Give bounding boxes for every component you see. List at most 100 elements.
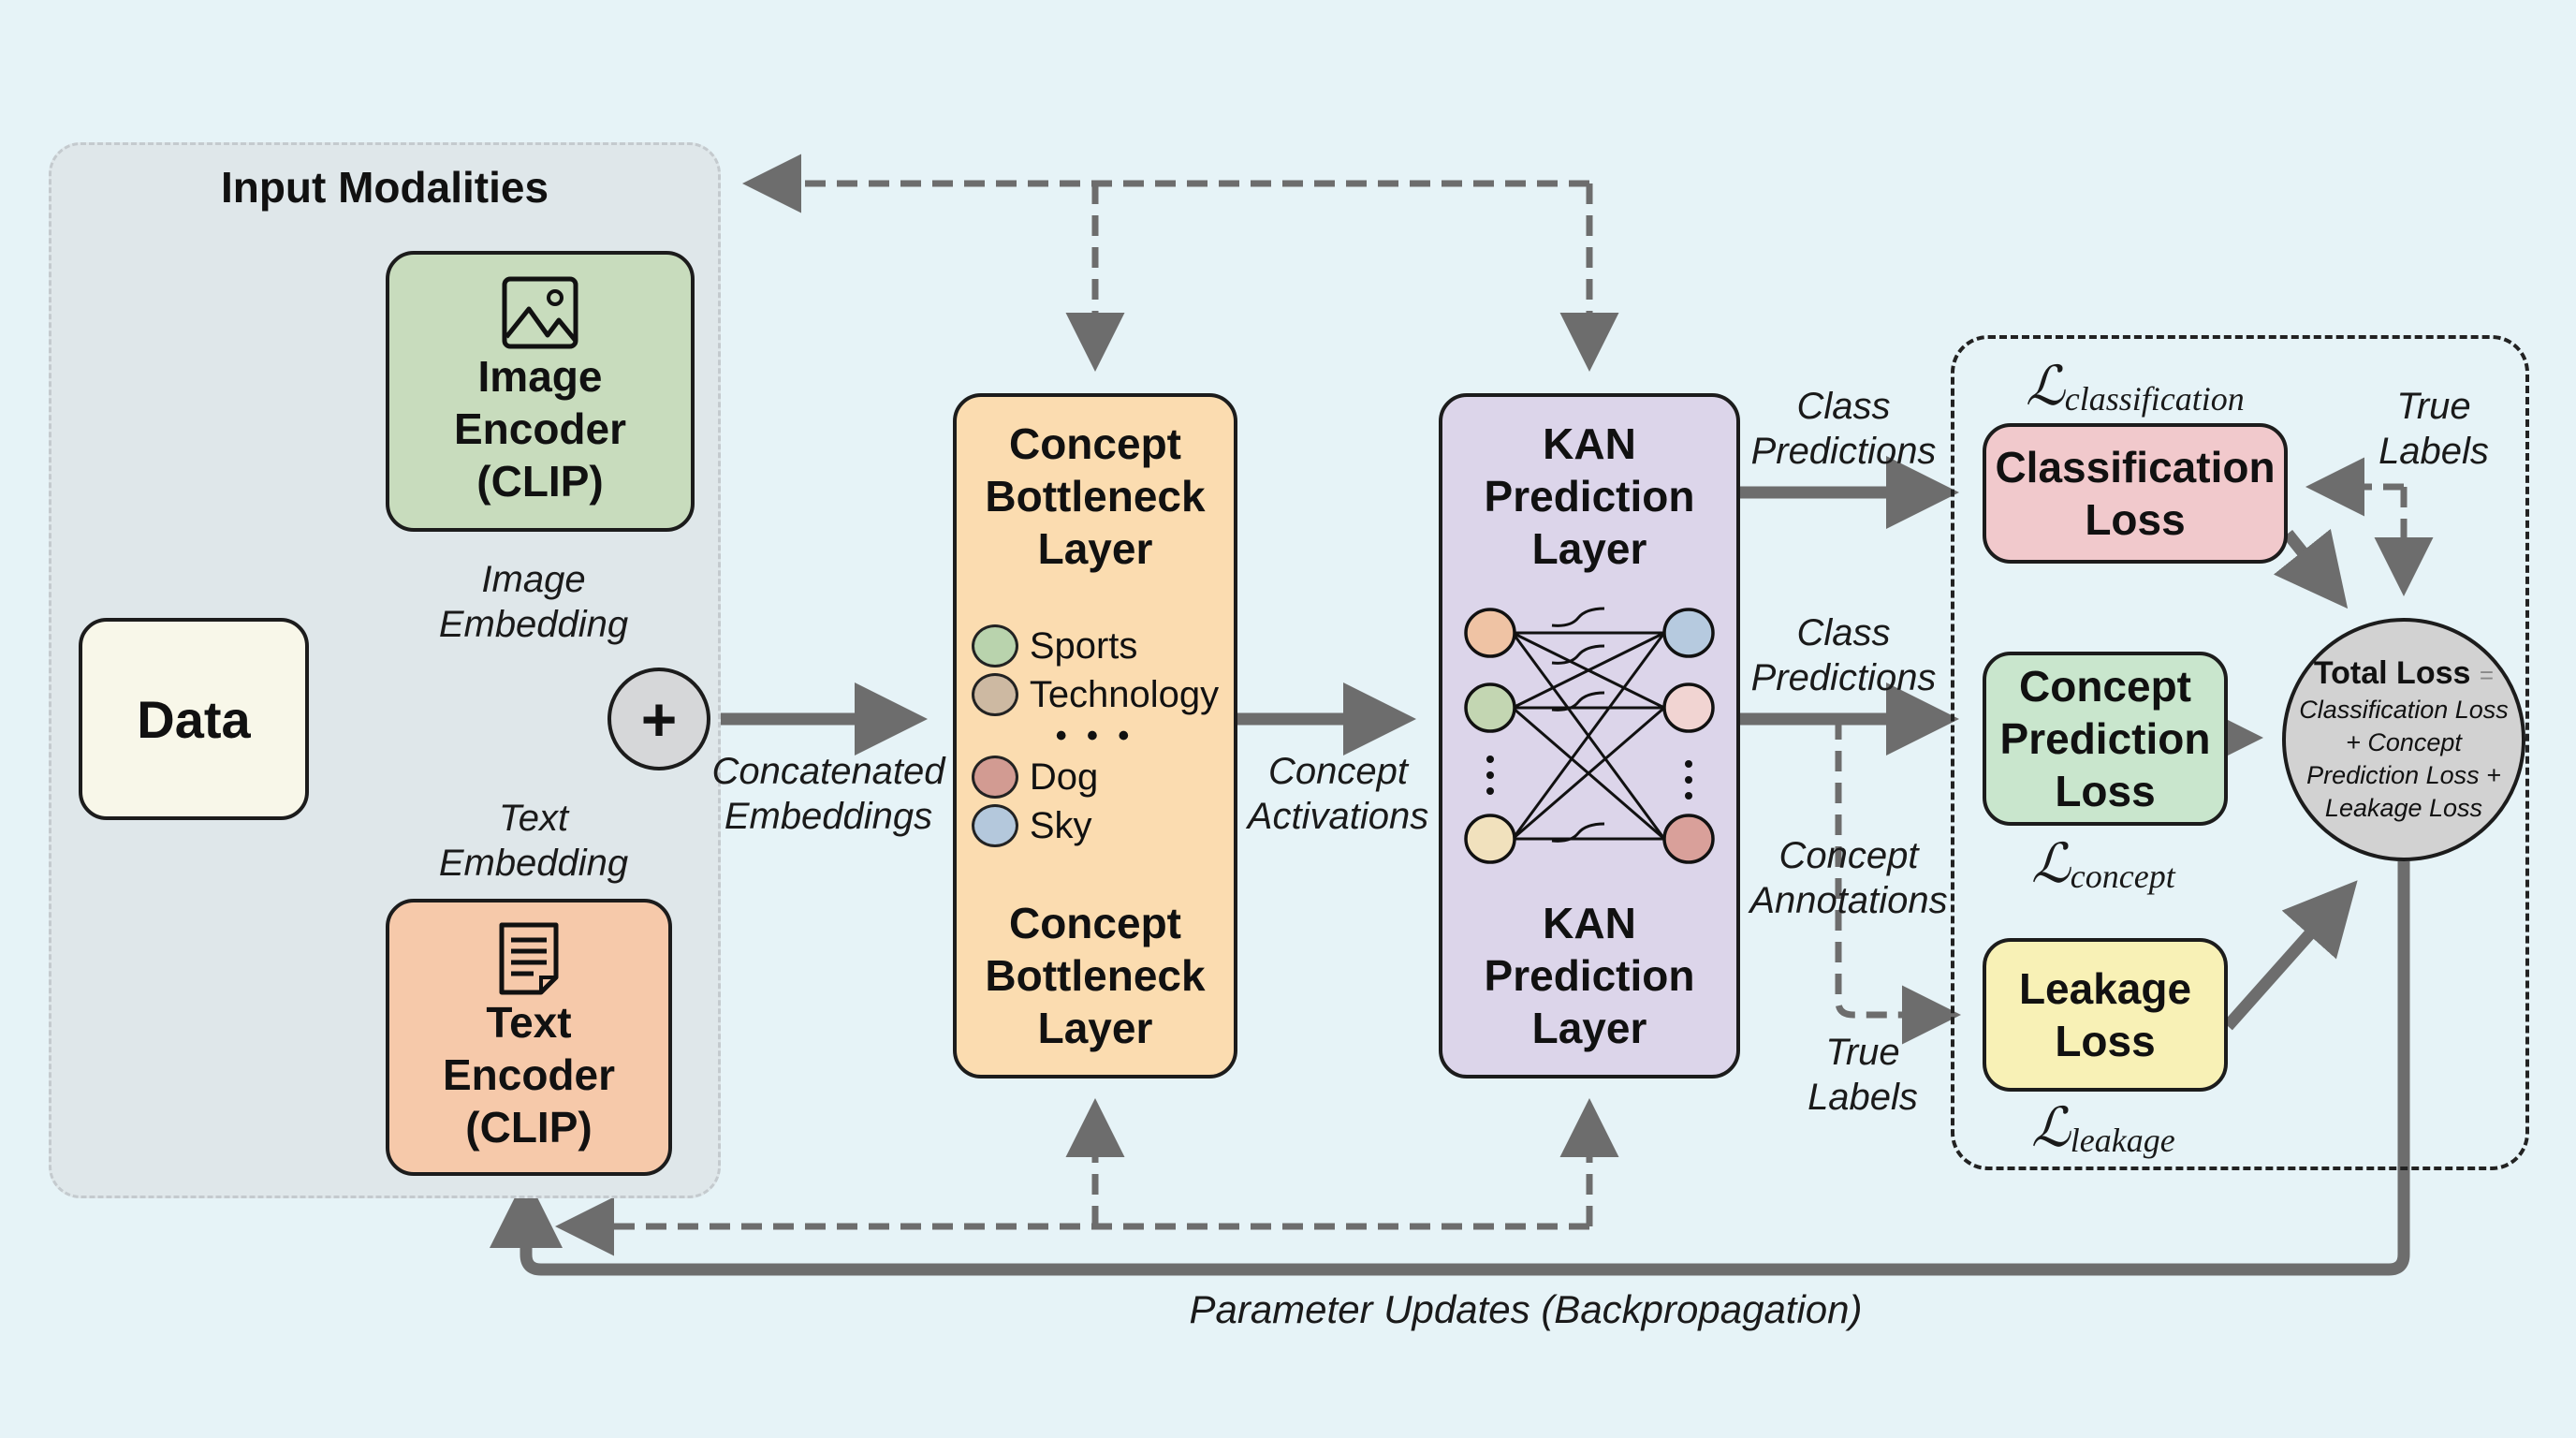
cbl-title-3: Layer [1037, 524, 1153, 573]
text-encoder-node[interactable]: Text Encoder (CLIP) [386, 899, 672, 1176]
concept-list: Sports Technology • • • Dog Sky [971, 624, 1220, 847]
class-predictions-top-line-1: Class [1796, 386, 1891, 427]
kan-title-3: Layer [1531, 524, 1647, 573]
class-predictions-mid-line-1: Class [1796, 612, 1891, 653]
concatenated-embeddings-label: Concatenated Embeddings [707, 749, 950, 839]
leakage-loss-node[interactable]: Leakage Loss [1983, 938, 2228, 1092]
ellipsis-dot [1486, 771, 1494, 779]
leakage-loss-line-1: Leakage [2018, 964, 2192, 1013]
concept-item[interactable]: Technology [971, 673, 1220, 716]
backprop-return-line [520, 861, 2410, 1276]
formula-line-4: Leakage Loss [2324, 794, 2483, 822]
image-embedding-line-2: Embedding [438, 604, 629, 645]
concept-subscript: concept [2070, 858, 2175, 895]
concept-item[interactable]: Dog [971, 756, 1219, 799]
concept-item[interactable]: Sky [971, 804, 1219, 847]
class-predictions-top-label: Class Predictions [1743, 384, 1944, 474]
class-predictions-mid-line-2: Predictions [1750, 657, 1937, 698]
text-encoder-line-1: Text [486, 998, 572, 1047]
cbl-footer-1: Concept [1008, 899, 1181, 947]
kan-output-node [1662, 682, 1715, 733]
ellipsis-dot [1685, 776, 1692, 784]
kan-input-node [1464, 608, 1516, 658]
spline-icon [1551, 607, 1605, 627]
total-loss-title-text: Total Loss [2313, 655, 2471, 691]
concept-bottleneck-node[interactable]: Concept Bottleneck Layer Sports Technolo… [953, 393, 1237, 1078]
kan-output-node [1662, 814, 1715, 864]
kan-input-node [1464, 682, 1516, 733]
concept-annotations-dashed-arrow [1835, 719, 1961, 1045]
kan-prediction-node[interactable]: KAN Prediction Layer KAN Prediction Laye… [1439, 393, 1740, 1078]
classification-loss-line-2: Loss [2085, 495, 2186, 544]
concept-sky-dot-icon [971, 804, 1018, 847]
true-labels-left-line-2: Labels [1808, 1077, 1918, 1118]
concept-loss-line-2: Prediction [1999, 714, 2211, 763]
concept-activations-line-1: Concept [1268, 751, 1408, 792]
document-icon [499, 922, 559, 995]
total-loss-formula: Classification Loss + Concept Prediction… [2299, 694, 2509, 825]
formula-line-3: Prediction Loss + [2306, 761, 2501, 789]
data-label: Data [137, 689, 251, 749]
concatenated-line-1: Concatenated [711, 751, 945, 792]
concept-name: Dog [1029, 756, 1099, 798]
spline-icon [1551, 644, 1605, 665]
concatenated-line-2: Embeddings [724, 796, 933, 837]
concept-annotations-label: Concept Annotations [1743, 833, 1954, 923]
kan-input-node [1464, 814, 1516, 864]
true-labels-left-line-1: True [1825, 1032, 1900, 1073]
true-labels-right-line-2: Labels [2378, 431, 2489, 472]
ellipsis-dot [1486, 756, 1494, 763]
concept-item[interactable]: Sports [971, 624, 1219, 668]
loss-group [1951, 335, 2529, 1170]
kan-footer-1: KAN [1543, 899, 1636, 947]
text-embedding-label: Text Embedding [412, 796, 655, 886]
text-embedding-line-2: Embedding [438, 843, 629, 884]
kan-output-node [1662, 608, 1715, 658]
backpropagation-label: Parameter Updates (Backpropagation) [1189, 1287, 1863, 1331]
classification-loss-line-1: Classification [1995, 443, 2276, 492]
classification-to-total-arrow [2273, 528, 2349, 609]
ellipsis-dot [1486, 787, 1494, 795]
concept-name: Sports [1029, 624, 1138, 667]
classification-subscript: classification [2064, 380, 2245, 418]
classification-loss-node[interactable]: Classification Loss [1983, 423, 2288, 564]
concept-dog-dot-icon [971, 756, 1018, 799]
spline-icon [1551, 691, 1605, 712]
ellipsis-dot [1685, 760, 1692, 768]
data-node[interactable]: Data [79, 618, 309, 820]
plus-icon: + [640, 684, 678, 754]
formula-line-2: + Concept [2346, 728, 2462, 756]
concept-loss-line-3: Loss [2055, 767, 2156, 815]
image-encoder-line-3: (CLIP) [476, 457, 604, 506]
concept-technology-dot-icon [971, 673, 1018, 716]
concept-loss-symbol: ℒconcept [2031, 833, 2175, 895]
kan-edge [1512, 631, 1665, 710]
concatenate-node[interactable]: + [607, 668, 710, 770]
leakage-to-total-arrow [2223, 880, 2358, 1031]
class-predictions-top-line-2: Predictions [1750, 431, 1937, 472]
image-icon [502, 276, 578, 349]
concept-activations-label: Concept Activations [1237, 749, 1439, 839]
leakage-subscript: leakage [2070, 1122, 2175, 1159]
image-encoder-node[interactable]: Image Encoder (CLIP) [386, 251, 695, 532]
kan-title-2: Prediction [1484, 472, 1695, 521]
cbl-footer-2: Bottleneck [985, 951, 1206, 1000]
kan-footer-2: Prediction [1484, 951, 1695, 1000]
leakage-loss-symbol: ℒleakage [2031, 1097, 2175, 1159]
formula-line-1: Classification Loss [2299, 696, 2509, 724]
leakage-loss-line-2: Loss [2055, 1017, 2156, 1065]
image-embedding-line-1: Image [481, 559, 586, 600]
class-predictions-mid-label: Class Predictions [1743, 610, 1944, 700]
concept-activations-line-2: Activations [1247, 796, 1429, 837]
concept-prediction-loss-node[interactable]: Concept Prediction Loss [1983, 652, 2228, 826]
cbl-title-1: Concept [1008, 419, 1181, 468]
total-loss-title: Total Loss = [2314, 654, 2494, 694]
concept-annotations-line-1: Concept [1778, 835, 1919, 876]
kan-edge [1512, 706, 1665, 841]
text-embedding-line-1: Text [498, 798, 569, 839]
concept-name: Technology [1029, 673, 1220, 715]
spline-icon [1551, 822, 1605, 843]
image-encoder-line-2: Encoder [453, 404, 627, 453]
total-loss-node[interactable]: Total Loss = Classification Loss + Conce… [2282, 618, 2525, 861]
